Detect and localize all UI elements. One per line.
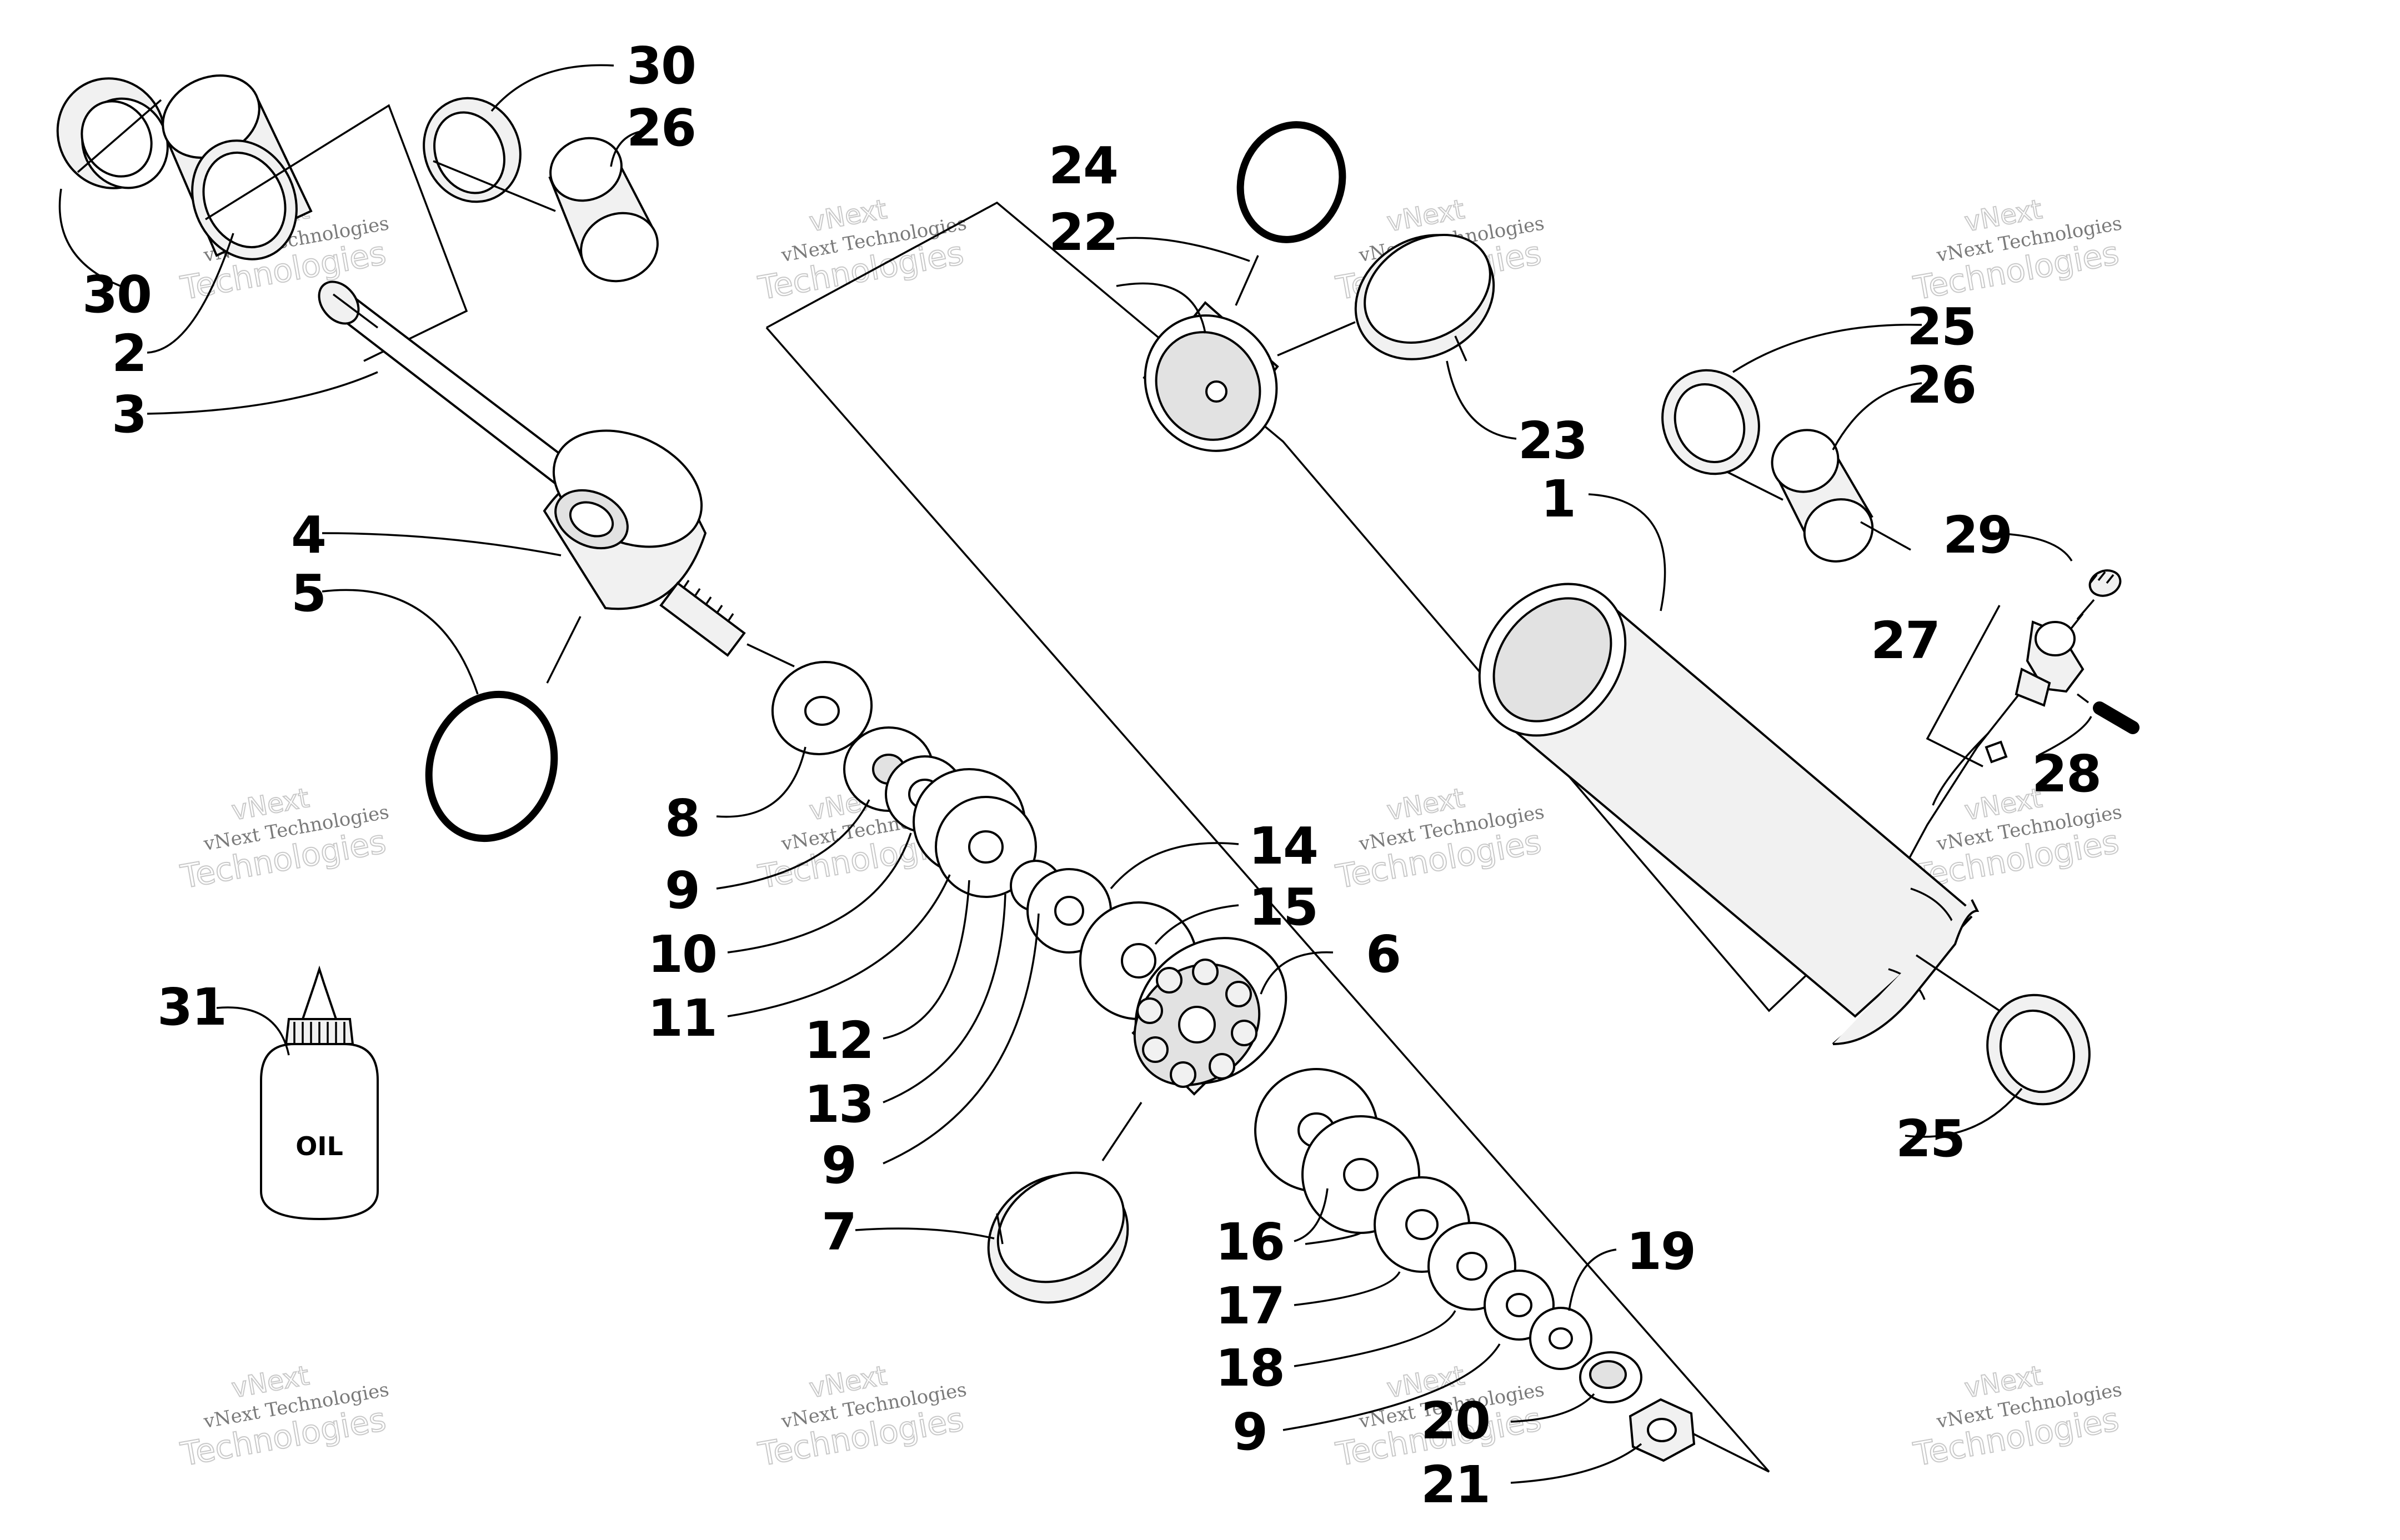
oil-bottle-31: OIL: [260, 965, 379, 1221]
oil-label: OIL: [295, 1131, 343, 1161]
o-ring-28: [2093, 701, 2140, 734]
callout-5: 5: [291, 564, 325, 623]
band-23: [1354, 234, 1495, 362]
callout-10: 10: [648, 925, 717, 984]
piston-6: [1131, 937, 1287, 1096]
callout-21: 21: [1421, 1455, 1490, 1514]
callout-12: 12: [804, 1011, 873, 1070]
callout-24: 24: [1049, 136, 1118, 195]
callout-23: 23: [1518, 411, 1587, 470]
callout-26-top: 26: [627, 98, 695, 158]
screw-29: [2088, 569, 2122, 597]
assembly-line-2: [433, 160, 556, 212]
watermark-7: vNext vNext Technologies Technologies: [1332, 782, 1546, 896]
assembly-line-10: [1916, 954, 2000, 1012]
valve-27: [1985, 620, 2085, 764]
shim-stack-lower: [1254, 1068, 1592, 1370]
bushing-30-right: [423, 97, 522, 203]
callout-8: 8: [665, 789, 699, 848]
callout-30-left: 30: [82, 265, 151, 324]
callout-15: 15: [1249, 877, 1317, 937]
shock-body-1: [1478, 583, 1980, 1045]
bushing-30-left: [56, 77, 169, 189]
assembly-line-8: [1727, 471, 1783, 501]
assembly-line-12: [2076, 693, 2090, 704]
nut-21: [1629, 1398, 1696, 1462]
shim-stack-upper: [843, 726, 1198, 1020]
watermark-4: vNext vNext Technologies Technologies: [1910, 193, 2123, 308]
watermark-10: vNext vNext Technologies Technologies: [755, 1360, 968, 1474]
sleeve-26-right: [1771, 429, 1874, 563]
watermark-9: vNext vNext Technologies Technologies: [177, 1360, 390, 1474]
assembly-line-1: [77, 99, 162, 173]
washer-20: [1579, 1351, 1642, 1403]
callout-7: 7: [821, 1202, 856, 1262]
washer-8: [771, 661, 873, 755]
assembly-line-6: [1235, 255, 1259, 306]
callout-19: 19: [1626, 1222, 1695, 1281]
callout-labels: 30 26 30 2 3 4 5 8 9 10 11 12 13 9 14 15…: [82, 36, 2102, 1514]
callout-27: 27: [1871, 611, 1940, 670]
callout-9-a: 9: [665, 861, 699, 920]
assembly-line-9: [1860, 521, 1911, 551]
rod-end-bracket: [205, 104, 468, 362]
callout-25-bottom: 25: [1896, 1109, 1965, 1168]
watermark-5: vNext vNext Technologies Technologies: [177, 782, 390, 896]
callout-20: 20: [1421, 1391, 1490, 1451]
o-ring-24: [1236, 121, 1346, 243]
callout-9-b: 9: [821, 1136, 856, 1195]
bushing-25-top: [1661, 369, 1760, 475]
callout-31: 31: [157, 977, 226, 1037]
callout-18: 18: [1215, 1338, 1284, 1398]
assembly-line-11: [2076, 599, 2095, 620]
rod-end-sleeve-2: [162, 74, 313, 260]
valve-bracket-27: [1926, 605, 2001, 768]
assembly-line-4: [746, 643, 795, 668]
valve-assembly-bracket-bottom: [765, 327, 1770, 1473]
callout-6: 6: [1366, 925, 1400, 984]
assembly-line-7: [1277, 321, 1356, 357]
callout-16: 16: [1215, 1212, 1284, 1272]
callout-30-top: 30: [627, 36, 695, 96]
callout-2: 2: [112, 324, 146, 383]
callout-4: 4: [291, 505, 325, 565]
callout-3: 3: [112, 385, 146, 444]
callout-1: 1: [1541, 469, 1575, 529]
valve-body-4: [543, 429, 746, 657]
callout-11: 11: [648, 989, 717, 1048]
o-ring-5: [425, 690, 558, 842]
callout-28: 28: [2032, 744, 2101, 804]
assembly-line-5: [1101, 1102, 1143, 1161]
callout-17: 17: [1215, 1276, 1284, 1336]
callout-22: 22: [1049, 203, 1118, 262]
callout-29: 29: [1943, 505, 2012, 565]
bushing-25-bottom: [1986, 994, 2091, 1106]
bearing-cap-22: [1143, 301, 1279, 452]
callout-25-top: 25: [1907, 297, 1976, 357]
callout-13: 13: [804, 1075, 873, 1134]
callout-26-right: 26: [1907, 355, 1976, 415]
piston-band-7: [987, 1171, 1129, 1304]
leader-lines: [58, 64, 2092, 1484]
watermark-2: vNext vNext Technologies Technologies: [755, 193, 968, 308]
callout-14: 14: [1249, 816, 1317, 876]
callout-9-c: 9: [1232, 1402, 1267, 1462]
sleeve-26-top: [548, 137, 659, 283]
watermark-12: vNext vNext Technologies Technologies: [1910, 1360, 2123, 1474]
assembly-line-3: [546, 616, 582, 684]
